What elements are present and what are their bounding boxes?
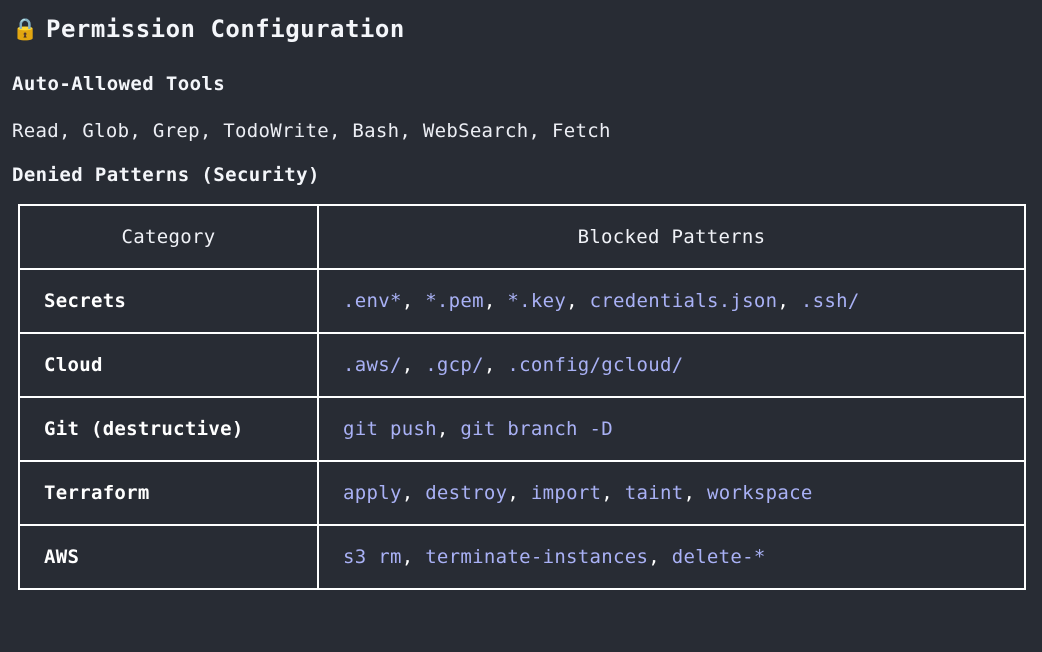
pattern-separator: , xyxy=(601,482,625,504)
table-row: Cloud.aws/, .gcp/, .config/gcloud/ xyxy=(18,332,1026,398)
cell-category: Git (destructive) xyxy=(18,396,319,462)
blocked-pattern: credentials.json xyxy=(589,290,778,312)
blocked-pattern: apply xyxy=(343,482,402,504)
table-body: Secrets.env*, *.pem, *.key, credentials.… xyxy=(18,268,1026,590)
denied-patterns-table: Category Blocked Patterns Secrets.env*, … xyxy=(18,204,1026,590)
cell-blocked-patterns: apply, destroy, import, taint, workspace xyxy=(317,460,1026,526)
table-row: Git (destructive)git push, git branch -D xyxy=(18,396,1026,462)
pattern-separator: , xyxy=(483,354,508,376)
cell-category: Terraform xyxy=(18,460,319,526)
auto-allowed-tools-list: Read, Glob, Grep, TodoWrite, Bash, WebSe… xyxy=(12,120,611,142)
cell-blocked-patterns: s3 rm, terminate-instances, delete-* xyxy=(317,524,1026,590)
pattern-separator: , xyxy=(648,546,672,568)
pattern-separator: , xyxy=(401,290,426,312)
table-row: Secrets.env*, *.pem, *.key, credentials.… xyxy=(18,268,1026,334)
page-title-text: Permission Configuration xyxy=(46,15,405,43)
column-header-blocked-patterns: Blocked Patterns xyxy=(317,204,1026,270)
pattern-separator: , xyxy=(483,290,508,312)
blocked-pattern: *.key xyxy=(507,290,567,312)
pattern-separator: , xyxy=(401,482,426,504)
blocked-pattern: .aws/ xyxy=(343,354,402,376)
blocked-pattern: import xyxy=(530,482,602,504)
cell-category: Cloud xyxy=(18,332,319,398)
pattern-separator: , xyxy=(436,418,461,440)
blocked-pattern: workspace xyxy=(706,482,813,504)
blocked-pattern: git branch -D xyxy=(460,418,614,440)
cell-category: Secrets xyxy=(18,268,319,334)
lock-icon: 🔒 xyxy=(12,16,39,41)
blocked-pattern: .config/gcloud/ xyxy=(507,354,684,376)
blocked-pattern: taint xyxy=(624,482,684,504)
cell-blocked-patterns: .aws/, .gcp/, .config/gcloud/ xyxy=(317,332,1026,398)
blocked-pattern: .ssh/ xyxy=(800,290,860,312)
pattern-separator: , xyxy=(683,482,707,504)
column-header-category: Category xyxy=(18,204,319,270)
blocked-pattern: delete-* xyxy=(671,546,766,568)
blocked-pattern: *.pem xyxy=(425,290,484,312)
section-heading-denied-patterns: Denied Patterns (Security) xyxy=(12,164,320,186)
blocked-pattern: destroy xyxy=(425,482,508,504)
page-title: 🔒 Permission Configuration xyxy=(12,0,1042,52)
blocked-pattern: .gcp/ xyxy=(425,354,484,376)
cell-blocked-patterns: git push, git branch -D xyxy=(317,396,1026,462)
pattern-separator: , xyxy=(401,546,426,568)
blocked-pattern: .env* xyxy=(343,290,402,312)
pattern-separator: , xyxy=(566,290,590,312)
table-header-row: Category Blocked Patterns xyxy=(18,204,1026,270)
section-heading-auto-allowed: Auto-Allowed Tools xyxy=(12,73,226,95)
blocked-pattern: terminate-instances xyxy=(425,546,649,568)
pattern-separator: , xyxy=(507,482,531,504)
blocked-pattern: git push xyxy=(343,418,437,440)
cell-category: AWS xyxy=(18,524,319,590)
cell-blocked-patterns: .env*, *.pem, *.key, credentials.json, .… xyxy=(317,268,1026,334)
pattern-separator: , xyxy=(777,290,801,312)
blocked-pattern: s3 rm xyxy=(343,546,402,568)
pattern-separator: , xyxy=(401,354,426,376)
